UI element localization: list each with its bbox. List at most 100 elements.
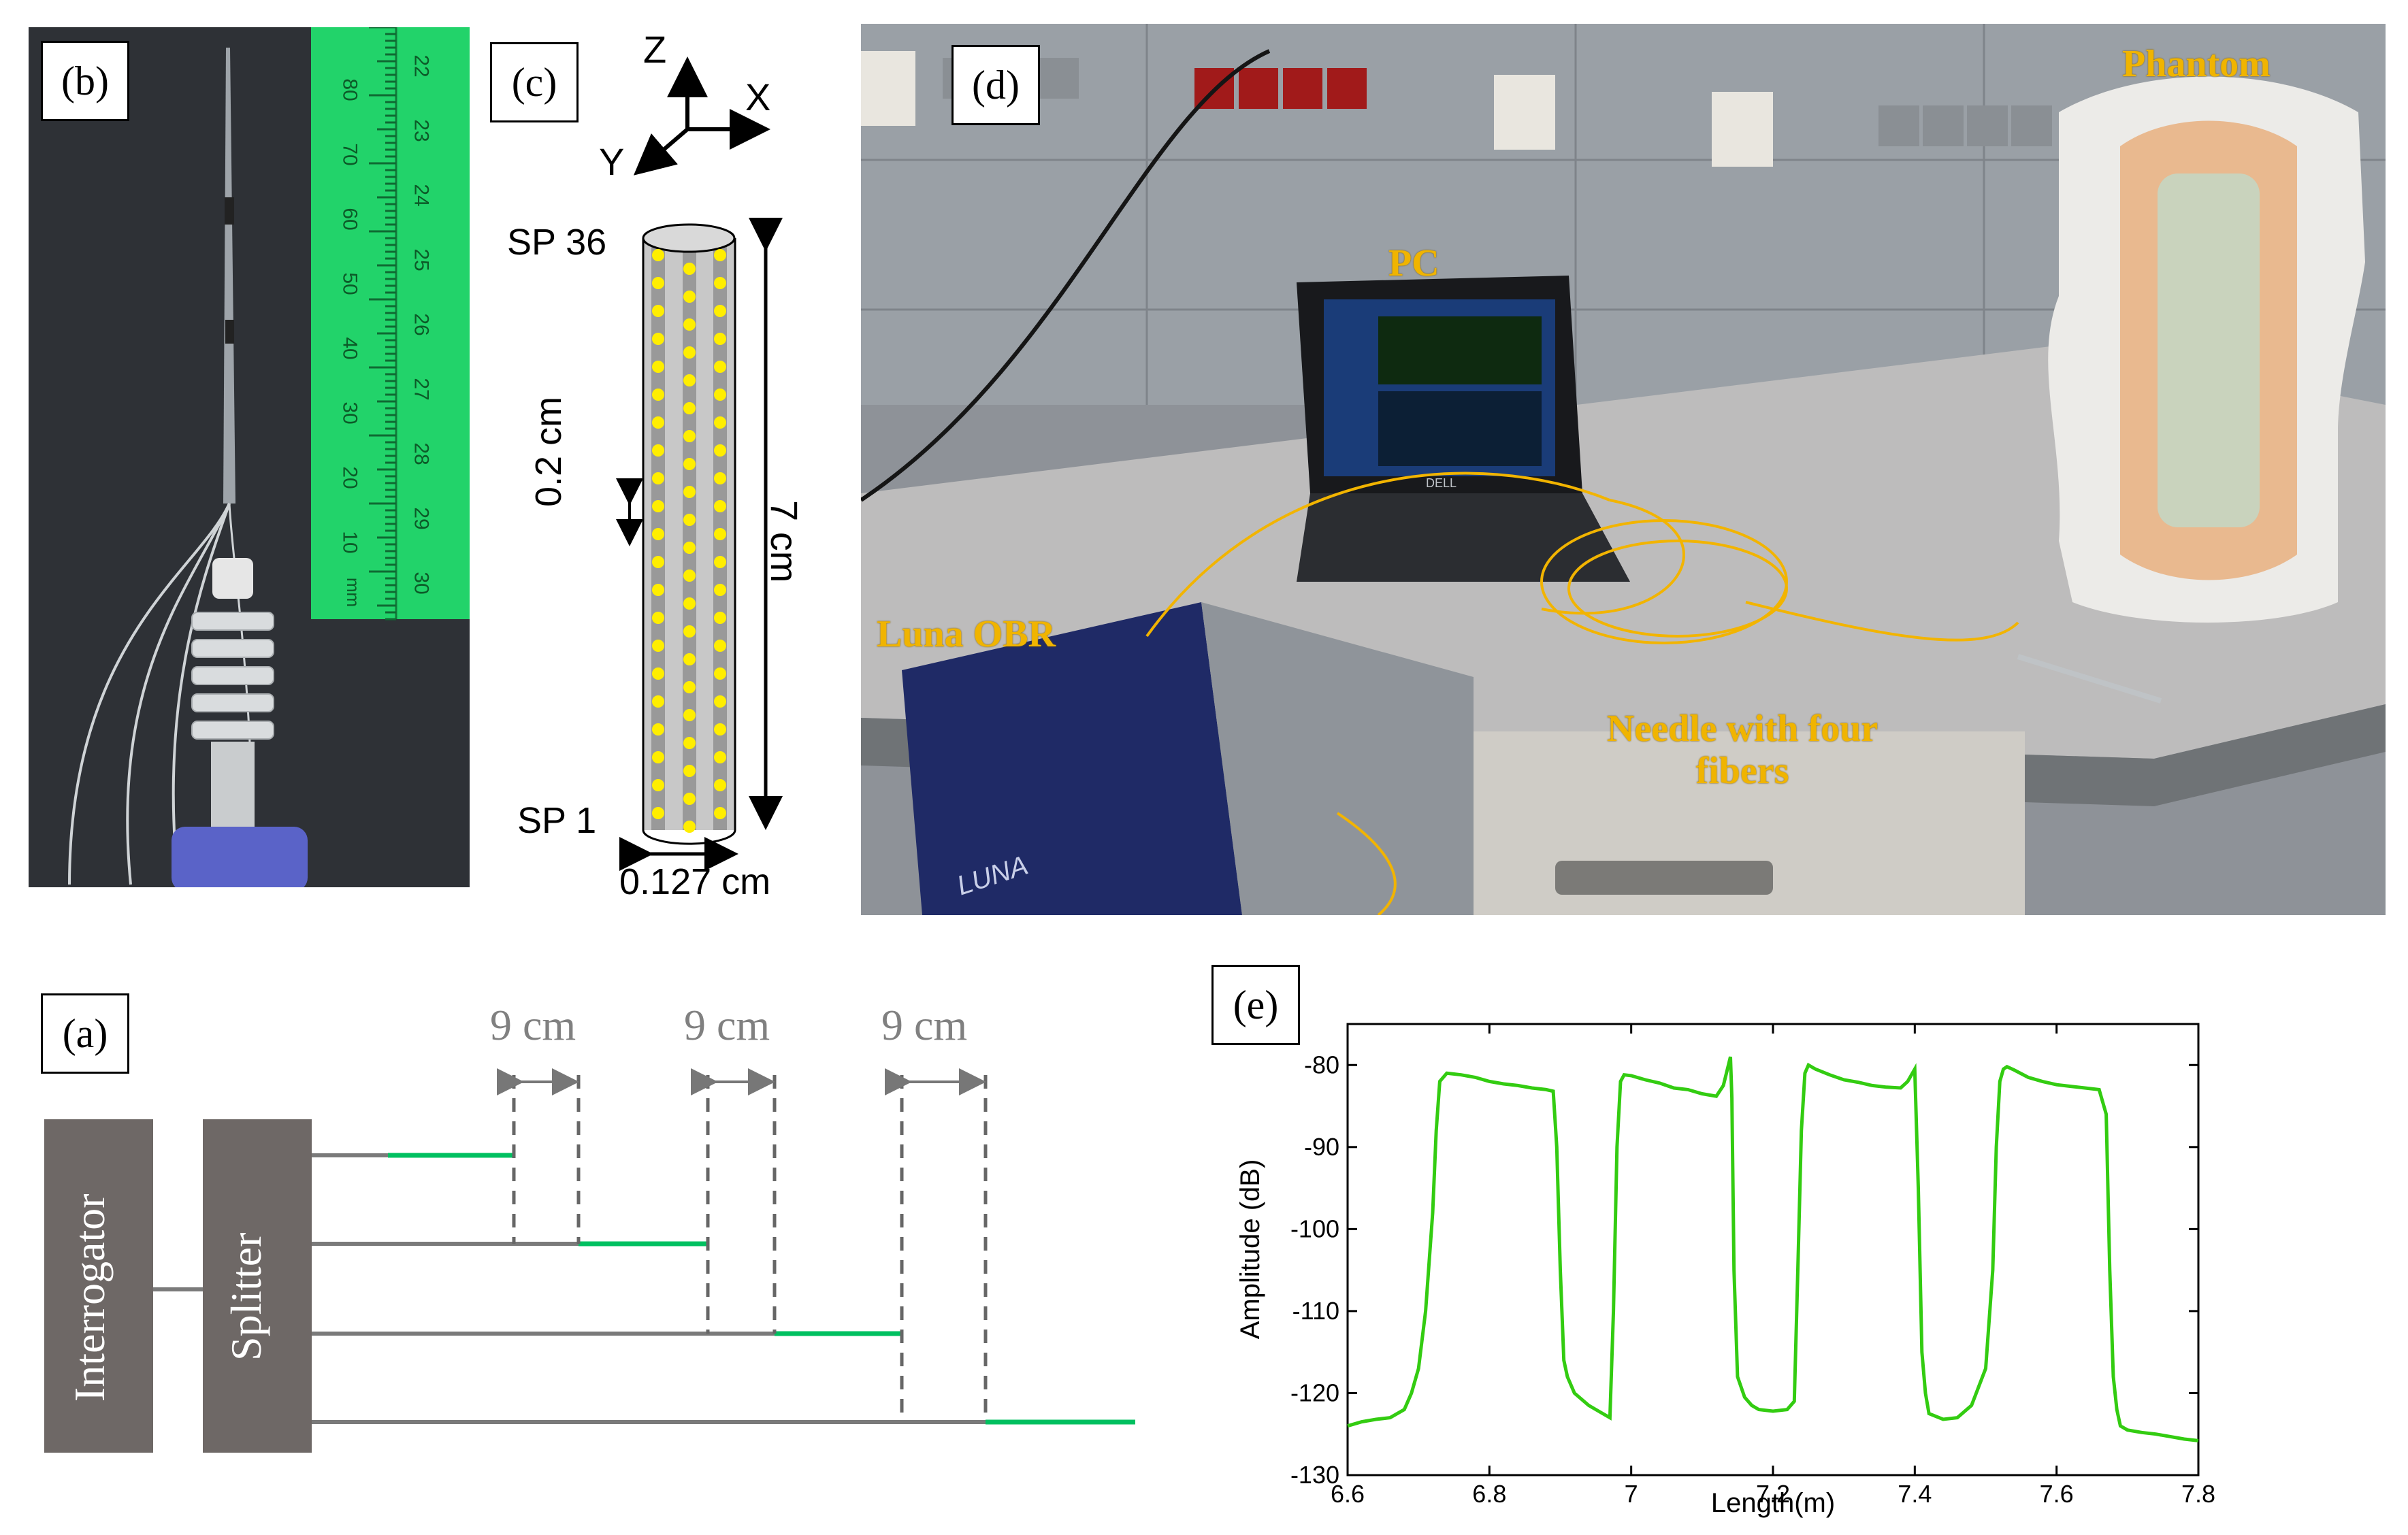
photo-needle-ruler: 80 70 60 50 40 30 20 10 mm 22 23 24 25 2… <box>29 27 470 887</box>
laptop-brand-text: DELL <box>1426 476 1457 490</box>
panel-label-a: (a) <box>41 993 129 1074</box>
sensing-point <box>652 612 664 624</box>
sensing-point <box>714 556 726 568</box>
gap-label-1: 9 cm <box>490 1001 576 1049</box>
photo-experimental-setup: LUNA DELL <box>861 24 2386 915</box>
sensing-point <box>683 597 696 610</box>
sp-top-label: SP 36 <box>507 222 607 263</box>
sensing-point <box>683 570 696 582</box>
sensing-point <box>652 751 664 763</box>
ruler-cm-labels: 22 23 24 25 26 27 28 29 30 <box>410 27 451 619</box>
sensing-point <box>714 389 726 401</box>
sensing-point <box>714 528 726 540</box>
gap-label-3: 9 cm <box>881 1001 968 1049</box>
sensing-point <box>652 640 664 652</box>
spacing-label: 0.2 cm <box>528 396 569 507</box>
sensing-point <box>683 291 696 303</box>
ruler-label: 30 <box>338 401 361 425</box>
plot-area <box>1346 1023 2200 1476</box>
ruler-label: 28 <box>410 442 433 465</box>
sensing-point <box>652 695 664 708</box>
sensing-point <box>683 514 696 526</box>
sensing-point <box>683 793 696 805</box>
ruler-label: 27 <box>410 378 433 401</box>
sensing-point <box>714 584 726 596</box>
sensing-point <box>652 779 664 791</box>
sensing-point <box>683 458 696 470</box>
x-tick-label: 7.6 <box>2040 1480 2074 1508</box>
sensing-point <box>652 667 664 680</box>
sensing-point <box>683 263 696 275</box>
sensing-point <box>652 500 664 512</box>
sensor-cylinder-diagram <box>616 56 783 871</box>
ruler-label: 80 <box>338 78 361 101</box>
panel-label-b: (b) <box>41 41 129 121</box>
y-tick-label: -100 <box>1290 1215 1339 1242</box>
gap-label-2: 9 cm <box>684 1001 770 1049</box>
sensing-point <box>714 361 726 373</box>
annotation-phantom: Phantom <box>2122 43 2271 85</box>
ruler-label: 22 <box>410 54 433 78</box>
ruler-label: 23 <box>410 119 433 142</box>
panel-label-d: (d) <box>951 45 1040 125</box>
sensing-point <box>683 346 696 359</box>
sensing-point <box>714 612 726 624</box>
axis-label-x: X <box>745 76 771 118</box>
sensing-point <box>683 318 696 331</box>
sensing-point <box>683 374 696 386</box>
sensing-point <box>652 333 664 345</box>
sensing-point <box>652 249 664 261</box>
sensing-point <box>683 625 696 638</box>
sensing-point <box>652 416 664 429</box>
sp-bottom-label: SP 1 <box>517 800 597 841</box>
needle-photo-graphic <box>29 27 470 887</box>
sensing-point <box>652 444 664 457</box>
sensing-point <box>652 389 664 401</box>
sensing-point <box>683 653 696 665</box>
sensing-point <box>652 807 664 819</box>
sensing-point <box>714 249 726 261</box>
y-tick-label: -110 <box>1292 1297 1339 1325</box>
ruler-label: 24 <box>410 184 433 207</box>
sensing-point <box>652 277 664 289</box>
y-tick-label: -130 <box>1290 1461 1339 1489</box>
sensing-point <box>652 584 664 596</box>
sensing-point <box>714 472 726 484</box>
setup-photo-graphic <box>861 24 2386 915</box>
needle <box>223 48 235 504</box>
axis-label-z: Z <box>643 28 667 71</box>
ruler-label: 50 <box>338 272 361 295</box>
ruler-mm-labels: 80 70 60 50 40 30 20 10 mm <box>338 27 379 619</box>
sensing-point <box>714 444 726 457</box>
sensing-point <box>683 681 696 693</box>
x-axis-label: Length(m) <box>1711 1488 1835 1518</box>
axis-label-y: Y <box>599 140 625 183</box>
sensing-point <box>683 486 696 498</box>
sensing-point <box>714 667 726 680</box>
panel-label-c: (c) <box>490 42 579 122</box>
splitter-label: Splitter <box>222 1232 270 1361</box>
sensing-point <box>683 821 696 833</box>
panel-label-e: (e) <box>1211 965 1300 1045</box>
sensing-point <box>683 737 696 749</box>
x-tick-label: 7.8 <box>2181 1480 2215 1508</box>
y-tick-label: -90 <box>1304 1133 1339 1161</box>
sensing-point <box>652 361 664 373</box>
sensing-point <box>714 277 726 289</box>
sensing-point <box>714 751 726 763</box>
y-tick-label: -80 <box>1304 1051 1339 1078</box>
sensing-point <box>652 723 664 736</box>
ruler-label: 29 <box>410 507 433 530</box>
sensing-point <box>652 556 664 568</box>
coordinate-axes <box>633 56 770 176</box>
sensing-point <box>683 542 696 554</box>
cylinder <box>642 223 736 845</box>
sensing-point <box>714 333 726 345</box>
sensing-point <box>714 305 726 317</box>
sensing-point <box>714 500 726 512</box>
annotation-needle-line1: Needle with four <box>1606 708 1878 750</box>
ruler-label: 26 <box>410 313 433 336</box>
sensing-point <box>683 765 696 777</box>
diameter-label: 0.127 cm <box>619 861 771 902</box>
